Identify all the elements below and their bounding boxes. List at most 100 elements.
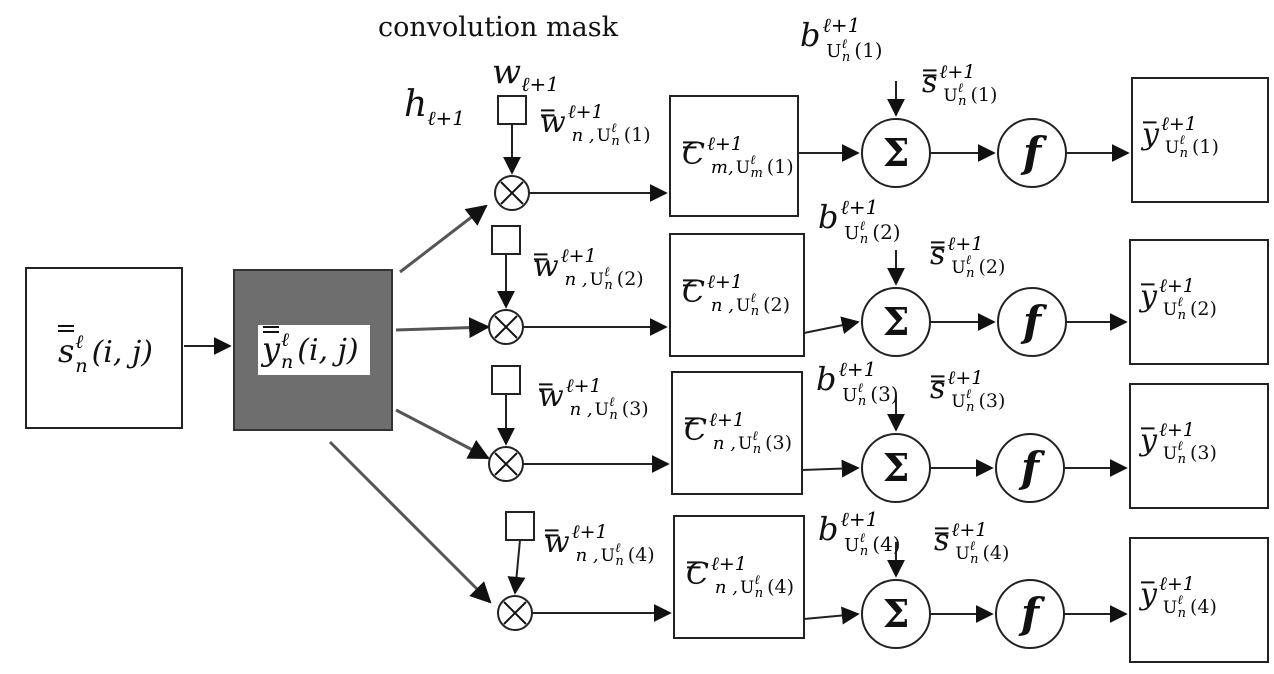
branch-2-weight-label-u-sup: ℓ (604, 265, 610, 280)
branch-3-sum-label-sup: ℓ+1 (947, 367, 983, 389)
branch-2-sum-label-u: U (951, 258, 965, 278)
branch-1-sum-label-u: U (943, 86, 957, 106)
branch-4-bias-label-sup: ℓ+1 (840, 507, 878, 531)
branch-2-conv-label-u-sub: n (751, 304, 759, 319)
branch-4-bias-label-base: b (818, 510, 838, 548)
branch-2-output-label-base: y (1138, 279, 1158, 314)
branch-2-output-label-u-sub: n (1178, 308, 1186, 323)
branch-4-mult-x2 (503, 601, 527, 625)
branch-2-output-label-sup: ℓ+1 (1159, 275, 1195, 297)
branch-4-conv-label-idx: (4) (767, 576, 794, 598)
branch-2-output-label-u-sup: ℓ (1177, 295, 1183, 310)
branch-1-conv-box (669, 95, 799, 217)
branch-1-bias-label-sup: ℓ+1 (822, 13, 860, 37)
branch-1-sum-symbol: Σ (883, 130, 910, 175)
branch-2-output-box (1129, 239, 1269, 365)
branch-3-weight-label-u-sup: ℓ (609, 395, 615, 410)
branch-2-sum-symbol: Σ (883, 299, 910, 344)
input-sub: n (75, 355, 87, 377)
branch-4-sum-label-base: s (934, 523, 949, 558)
branch-4-weight-label-u-sup: ℓ (615, 541, 621, 556)
branch-1-weight-label-idx: (1) (624, 124, 651, 146)
branch-4-sum-label-u-sup: ℓ (970, 539, 976, 554)
branch-3-bias-label-u: U (842, 385, 857, 406)
h-mask-label: hℓ+1 (404, 84, 465, 130)
w-mask-sub: ℓ+1 (521, 72, 559, 96)
branch-1-output-label-u-sub: n (1180, 146, 1188, 161)
branch-2-output-label-u: U (1163, 300, 1177, 320)
branch-3-weight-label-u-sub: n (609, 408, 617, 423)
branch-1-output-label-u: U (1165, 138, 1179, 158)
branch-2-weight-label-u: U (590, 270, 604, 290)
branch-1-weight-label-sup: ℓ+1 (568, 101, 604, 123)
branch-2-conv-box (669, 233, 805, 357)
w-mask-label: wℓ+1 (492, 52, 559, 96)
branch-3-conv-label-base: C (684, 413, 707, 448)
branch-4-conv-label-u-sub: n (755, 586, 763, 601)
branch-2-conv-label-sup: ℓ+1 (707, 271, 743, 293)
fanout-edge-2 (395, 317, 491, 339)
branch-4-sum-symbol: Σ (883, 591, 910, 636)
branch-1-bias-label-u-sub: n (842, 50, 850, 65)
branch-4-conv-label-sub: n , (715, 577, 738, 598)
fanout-edge-3 (395, 408, 490, 460)
branch-4-output-label-sup: ℓ+1 (1159, 573, 1195, 595)
branch-1-output-label-sup: ℓ+1 (1161, 113, 1197, 135)
branch-3-sum-symbol: Σ (883, 445, 910, 490)
branch-2-conv-label-u: U (736, 296, 750, 316)
branch-4-conv-box (673, 515, 805, 639)
branch-1-bias-label-u-sup: ℓ (841, 37, 847, 52)
branch-3-sum-label-u: U (951, 392, 965, 412)
fanout-edge-1 (399, 204, 488, 274)
branch-2-sum-label-u-sub: n (966, 266, 974, 281)
branch-1-sum-label-u-sup: ℓ (958, 81, 964, 96)
branch-1-conv-label-u: U (736, 158, 750, 178)
fanout-edge-4 (328, 440, 492, 604)
h-mask-base: h (404, 84, 427, 125)
branch-2-mult-x2 (494, 315, 518, 339)
branch-1-sum-label-base: s (922, 65, 937, 100)
branch-3-bias-label-u-sup: ℓ (857, 381, 863, 396)
branch-2-sum-label-idx: (2) (978, 256, 1005, 278)
branch-4-output-label-idx: (4) (1190, 596, 1217, 618)
branch-2-weight-label-u-sub: n (604, 278, 612, 293)
branch-4-sum-label-u-sub: n (970, 552, 978, 567)
branch-3-output-label-u-sub: n (1178, 452, 1186, 467)
branch-2-weight-label-sub: n , (565, 269, 588, 290)
branch-2-conv-label-u-sup: ℓ (750, 291, 756, 306)
branch-2-weight-label-idx: (2) (617, 268, 644, 290)
branch-2-sum-label-u-sup: ℓ (966, 253, 972, 268)
branch-4-mask-edge (507, 539, 526, 595)
branch-1-bias-label-idx: (1) (854, 38, 882, 62)
branch-4-bias-label-idx: (4) (872, 532, 900, 556)
branch-2-bias-label-base: b (818, 198, 838, 236)
branch-1-weight-label-u-sub: n (611, 134, 619, 149)
branch-3-conv-label-sub: n , (713, 433, 736, 454)
branch-4-conv-label-u-sup: ℓ (754, 573, 760, 588)
branch-2-bias-label-u-sub: n (860, 232, 868, 247)
branch-4-output-label-u-sup: ℓ (1177, 593, 1183, 608)
branch-1-conv-label-idx: (1) (767, 156, 794, 178)
h-mask-sub: ℓ+1 (427, 106, 465, 130)
branch-1-output-label-u-sup: ℓ (1179, 133, 1185, 148)
branch-2-conv-label-sub: n , (711, 295, 734, 316)
branch-3-weight-label-idx: (3) (622, 398, 649, 420)
branch-3-bias-label-idx: (3) (870, 382, 898, 406)
pool-base: y (260, 330, 281, 368)
branch-1-conv-label-sup: ℓ+1 (707, 133, 743, 155)
branch-3-output-label-u: U (1163, 444, 1177, 464)
